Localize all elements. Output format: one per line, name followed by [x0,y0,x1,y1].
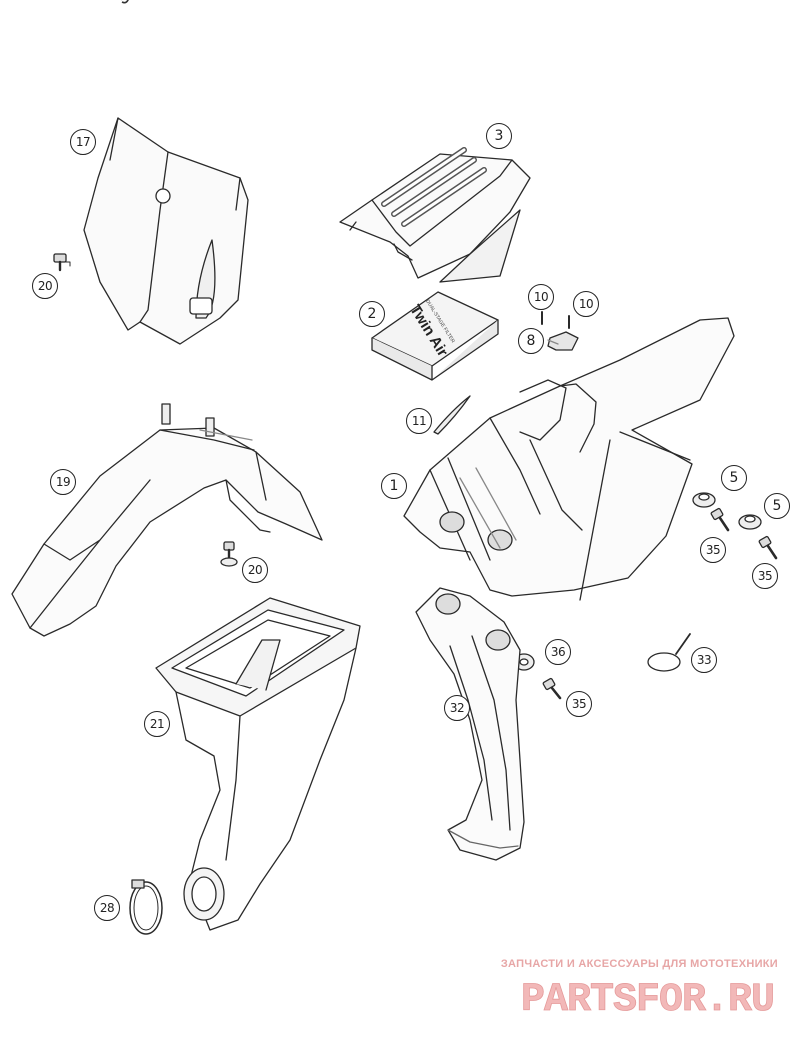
callout-3: 3 [486,123,512,149]
callout-17: 17 [70,129,96,155]
callout-5-right: 5 [764,493,790,519]
callout-35-right: 35 [752,563,778,589]
watermark: ЗАПЧАСТИ И АКСЕССУАРЫ ДЛЯ МОТОТЕХНИКИ PA… [448,958,778,1018]
watermark-logo-text: PARTSFOR.RU [521,978,774,1018]
callout-20-upper: 20 [32,273,58,299]
watermark-logo: PARTSFOR.RU [521,978,776,1018]
part-19-front-fender [11,403,323,637]
part-32-side-panel [415,587,525,861]
part-35-bolts [542,507,778,700]
callout-1: 1 [381,473,407,499]
callout-10-right: 10 [573,291,599,317]
part-20-bolt-lower [220,541,238,567]
callout-33: 33 [691,647,717,673]
cropped-heading-mark [121,0,129,4]
part-1-rear-fender [403,317,735,601]
callout-8: 8 [518,328,544,354]
callout-36: 36 [545,639,571,665]
watermark-caption: ЗАПЧАСТИ И АКСЕССУАРЫ ДЛЯ МОТОТЕХНИКИ [500,958,778,970]
callout-35-lower: 35 [566,691,592,717]
part-17-number-plate [83,117,249,345]
part-33-cable-tie [647,633,691,672]
callout-10-left: 10 [528,284,554,310]
callout-32: 32 [444,695,470,721]
callout-28: 28 [94,895,120,921]
part-28-hose-clamp [129,879,163,935]
part-20-bolt-upper [53,253,71,272]
callout-20-lower: 20 [242,557,268,583]
part-5-washers [692,492,762,530]
part-10-screws [541,311,570,329]
part-21-intake-duct [155,597,361,931]
callout-5-left: 5 [721,465,747,491]
callout-2: 2 [359,301,385,327]
part-8-bracket [547,331,579,351]
filter-label: Twin Air DUAL-STAGE FILTER [406,299,456,360]
callout-21: 21 [144,711,170,737]
callout-35-left: 35 [700,537,726,563]
part-2-air-filter [371,291,499,381]
callout-11: 11 [406,408,432,434]
callout-19: 19 [50,469,76,495]
part-11-seal [433,395,471,435]
part-3-airbox-lid [339,147,531,283]
